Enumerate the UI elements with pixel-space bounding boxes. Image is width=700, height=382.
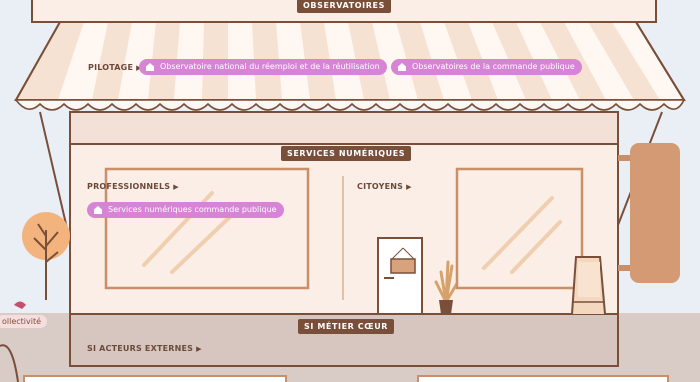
chevron-right-icon: ▶ [196,345,202,353]
house-icon [145,62,155,72]
chip-label: Observatoire national du réemploi et de … [160,62,380,72]
sandwich-board [572,257,605,314]
house-icon [397,62,407,72]
section-observatoires: OBSERVATOIRES [297,0,391,13]
category-si-acteurs-label: SI ACTEURS EXTERNES [87,344,193,353]
chevron-right-icon: ▶ [406,183,412,191]
chip-label: Services numériques commande publique [108,205,277,215]
category-pilotage-label: PILOTAGE [88,63,133,72]
chip-label: Observatoires de la commande publique [412,62,575,72]
hanging-sign [618,143,680,283]
category-professionnels[interactable]: PROFESSIONNELS▶ [87,182,179,191]
section-si-metier: SI MÉTIER CŒUR [298,319,394,334]
category-citoyens-label: CITOYENS [357,182,403,191]
collectivite-tag[interactable]: ollectivité [0,315,47,328]
category-si-acteurs-externes[interactable]: SI ACTEURS EXTERNES▶ [87,344,202,353]
bottom-panel-left [24,376,286,382]
category-pilotage[interactable]: PILOTAGE▶ [88,63,142,72]
chip-observatoire-reemploi[interactable]: Observatoire national du réemploi et de … [139,59,387,75]
tree [22,212,70,300]
chip-observatoires-commande-publique[interactable]: Observatoires de la commande publique [391,59,582,75]
section-services-numeriques: SERVICES NUMÉRIQUES [281,146,411,161]
category-professionnels-label: PROFESSIONNELS [87,182,170,191]
door [378,238,422,314]
house-icon [93,205,103,215]
bottom-panel-right [418,376,668,382]
chevron-right-icon: ▶ [173,183,179,191]
chip-services-commande-publique[interactable]: Services numériques commande publique [87,202,284,218]
right-window [457,169,582,288]
bird-icon [14,302,26,310]
facade-band [70,112,618,144]
category-citoyens[interactable]: CITOYENS▶ [357,182,412,191]
